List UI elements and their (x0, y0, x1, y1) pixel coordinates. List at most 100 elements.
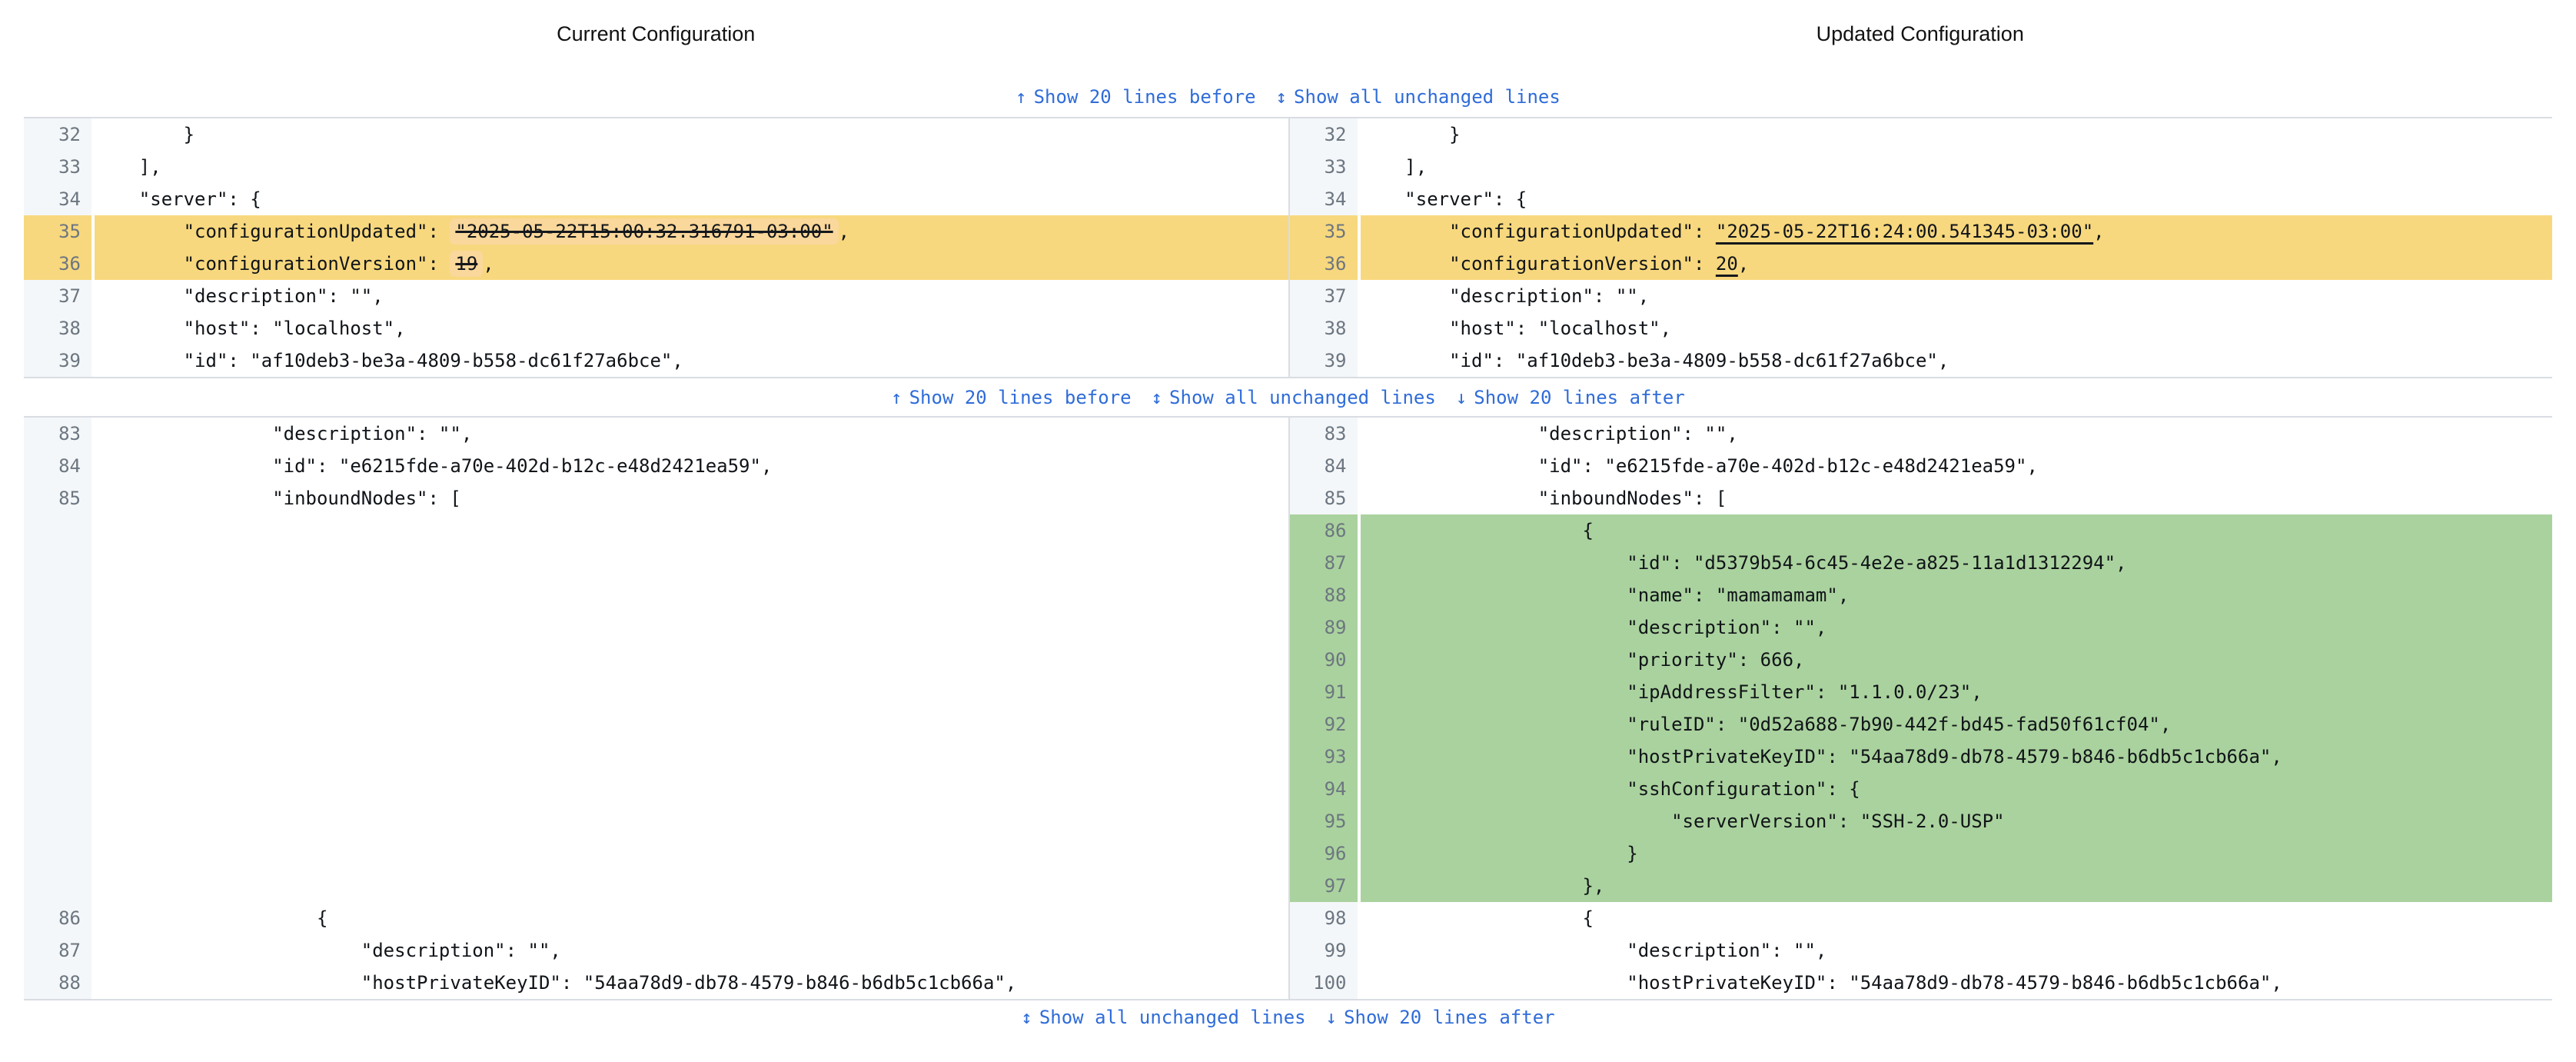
line-number: 95 (1324, 811, 1347, 832)
line-number-gutter: 34 (1289, 183, 1358, 215)
gutter-separator (1357, 312, 1361, 345)
line-number-gutter: 97 (1289, 870, 1358, 902)
diff-half-right: 37 "description": "", (1288, 280, 2552, 312)
code-line (95, 644, 1288, 676)
gutter-separator (1357, 644, 1361, 676)
diff-row: 35 "configurationUpdated": "2025-05-22T1… (24, 215, 2552, 248)
show-20-lines-before-link[interactable]: ↑Show 20 lines before (891, 387, 1131, 408)
code-line: "id": "af10deb3-be3a-4809-b558-dc61f27a6… (95, 345, 1288, 377)
code-text: , (1737, 253, 1750, 275)
arrow-up-icon: ↑ (891, 386, 902, 408)
code-text: , (483, 253, 494, 275)
diff-row: 84 "id": "e6215fde-a70e-402d-b12c-e48d24… (24, 450, 2552, 482)
code-line: "description": "", (1360, 934, 2552, 967)
code-line: "description": "", (1360, 611, 2552, 644)
show-20-lines-after-link[interactable]: ↓Show 20 lines after (1456, 387, 1685, 408)
diff-half-left (24, 676, 1288, 708)
removed-text: 19 (450, 251, 484, 277)
line-number-gutter: 90 (1289, 644, 1358, 676)
gutter-separator (1357, 676, 1361, 708)
code-text: "id": "e6215fde-a70e-402d-b12c-e48d2421e… (95, 455, 773, 477)
gutter-separator (91, 345, 95, 377)
line-number: 39 (1324, 350, 1347, 371)
code-line: "id": "af10deb3-be3a-4809-b558-dc61f27a6… (1360, 345, 2552, 377)
gutter-separator (91, 805, 95, 837)
diff-half-right: 99 "description": "", (1288, 934, 2552, 967)
diff-half-right: 34 "server": { (1288, 183, 2552, 215)
gutter-separator (1357, 870, 1361, 902)
diff-row: 39 "id": "af10deb3-be3a-4809-b558-dc61f2… (24, 345, 2552, 377)
line-number-gutter: 33 (1289, 151, 1358, 183)
diff-half-right: 38 "host": "localhost", (1288, 312, 2552, 345)
line-number: 84 (1324, 455, 1347, 477)
show-20-lines-after-link[interactable]: ↓Show 20 lines after (1326, 1007, 1555, 1028)
line-number-gutter: 91 (1289, 676, 1358, 708)
diff-half-left: 36 "configurationVersion": 19, (24, 248, 1288, 280)
code-text: "description": "", (1360, 423, 1738, 444)
line-number-gutter: 88 (24, 967, 91, 999)
line-number: 97 (1324, 875, 1347, 897)
diff-half-right: 83 "description": "", (1288, 418, 2552, 450)
line-number-gutter: 32 (24, 118, 91, 151)
line-number-gutter: 39 (1289, 345, 1358, 377)
code-text: "id": "af10deb3-be3a-4809-b558-dc61f27a6… (95, 350, 683, 371)
code-line: "server": { (1360, 183, 2552, 215)
gutter-separator (1357, 579, 1361, 611)
diff-half-right: 84 "id": "e6215fde-a70e-402d-b12c-e48d24… (1288, 450, 2552, 482)
show-all-unchanged-lines-link[interactable]: ↕Show all unchanged lines (1276, 86, 1561, 108)
line-number-gutter: 39 (24, 345, 91, 377)
line-number-gutter (24, 676, 91, 708)
line-number-gutter: 95 (1289, 805, 1358, 837)
code-line: "description": "", (1360, 418, 2552, 450)
line-number-gutter (24, 547, 91, 579)
gutter-separator (1357, 248, 1361, 280)
diff-row: 87 "description": "",99 "description": "… (24, 934, 2552, 967)
code-text: "description": "", (1360, 285, 1650, 307)
gutter-separator (1357, 514, 1361, 547)
code-text: "server": { (1360, 188, 1527, 210)
diff-half-right: 88 "name": "mamamamam", (1288, 579, 2552, 611)
line-number: 84 (58, 455, 81, 477)
code-line: "sshConfiguration": { (1360, 773, 2552, 805)
line-number: 39 (58, 350, 81, 371)
gutter-separator (1357, 183, 1361, 215)
gutter-separator (91, 514, 95, 547)
expander-band-middle: ↑Show 20 lines before ↕Show all unchanged… (24, 378, 2552, 416)
code-text: "configurationUpdated": (95, 221, 450, 242)
gutter-separator (1357, 280, 1361, 312)
code-text: "hostPrivateKeyID": "54aa78d9-db78-4579-… (1360, 972, 2282, 994)
line-number-gutter: 88 (1289, 579, 1358, 611)
updated-configuration-title: Updated Configuration (1816, 22, 2024, 45)
diff-row: 32 }32 } (24, 118, 2552, 151)
code-line: "configurationVersion": 19, (95, 248, 1288, 280)
code-line: "inboundNodes": [ (95, 482, 1288, 514)
expander-link-label: Show 20 lines after (1474, 386, 1685, 408)
diff-row: 91 "ipAddressFilter": "1.1.0.0/23", (24, 676, 2552, 708)
line-number: 37 (1324, 285, 1347, 307)
diff-row: 86 {98 { (24, 902, 2552, 934)
line-number: 32 (58, 124, 81, 145)
show-20-lines-before-link[interactable]: ↑Show 20 lines before (1015, 86, 1255, 108)
code-line: "hostPrivateKeyID": "54aa78d9-db78-4579-… (1360, 741, 2552, 773)
diff-half-right: 96 } (1288, 837, 2552, 870)
show-all-unchanged-lines-link[interactable]: ↕Show all unchanged lines (1021, 1007, 1305, 1028)
gutter-separator (91, 676, 95, 708)
code-line (95, 870, 1288, 902)
line-number-gutter: 34 (24, 183, 91, 215)
line-number: 94 (1324, 778, 1347, 800)
line-number-gutter: 94 (1289, 773, 1358, 805)
gutter-separator (1357, 902, 1361, 934)
line-number: 36 (58, 253, 81, 275)
line-number-gutter: 86 (24, 902, 91, 934)
diff-row: 96 } (24, 837, 2552, 870)
line-number: 99 (1324, 940, 1347, 961)
line-number: 89 (1324, 617, 1347, 638)
diff-half-right: 86 { (1288, 514, 2552, 547)
show-all-unchanged-lines-link[interactable]: ↕Show all unchanged lines (1152, 387, 1436, 408)
code-line: "hostPrivateKeyID": "54aa78d9-db78-4579-… (1360, 967, 2552, 999)
diff-viewer: Current Configuration Updated Configurat… (24, 22, 2552, 1028)
code-line: "host": "localhost", (1360, 312, 2552, 345)
line-number-gutter: 38 (1289, 312, 1358, 345)
diff-half-left (24, 547, 1288, 579)
line-number: 98 (1324, 907, 1347, 929)
